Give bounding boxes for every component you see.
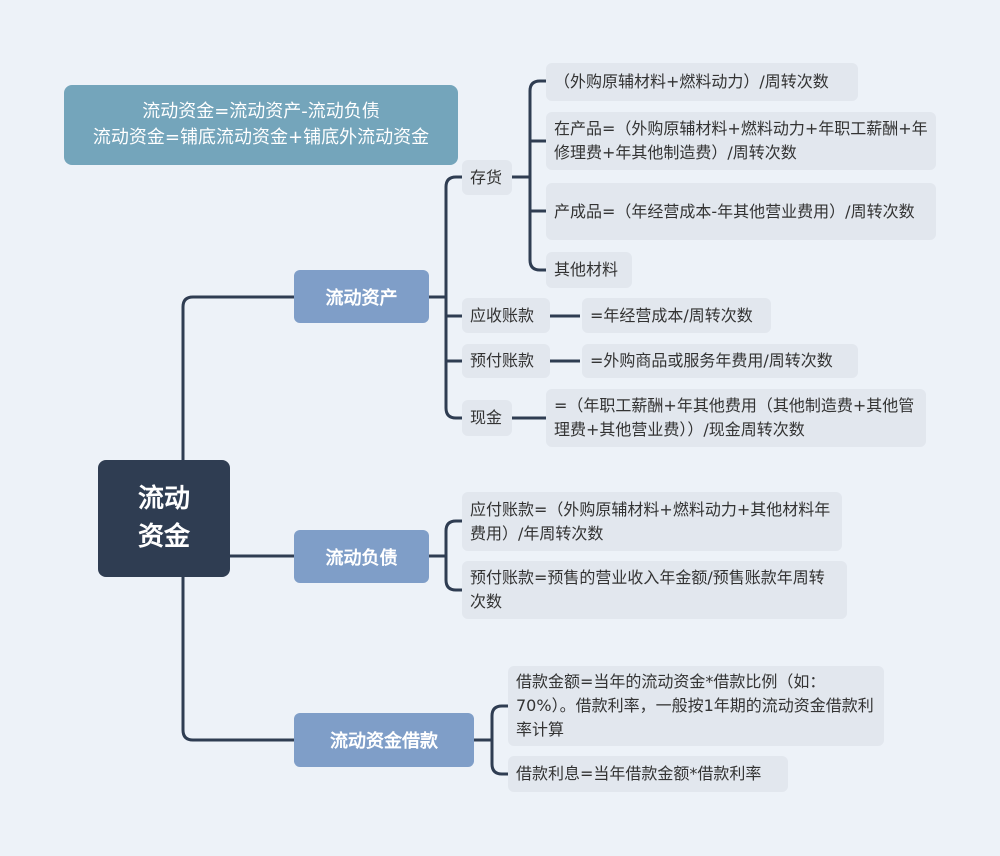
prepayments-formula[interactable]: =外购商品或服务年费用/周转次数 bbox=[582, 344, 858, 378]
formula-line-1: 流动资金=流动资产-流动负债 bbox=[142, 101, 380, 122]
formula-line-2: 流动资金=铺底流动资金+铺底外流动资金 bbox=[92, 127, 430, 148]
node-prepayments[interactable]: 预付账款 bbox=[462, 344, 550, 378]
inventory-item[interactable]: 其他材料 bbox=[546, 252, 632, 288]
inventory-item[interactable]: 在产品=（外购原辅材料+燃料动力+年职工薪酬+年修理费+年其他制造费）/周转次数 bbox=[546, 112, 936, 170]
liability-item[interactable]: 应付账款=（外购原辅材料+燃料动力+其他材料年费用）/年周转次数 bbox=[462, 492, 842, 551]
node-current-liabilities[interactable]: 流动负债 bbox=[294, 530, 429, 583]
loan-item[interactable]: 借款金额=当年的流动资金*借款比例（如：70%）。借款利率，一般按1年期的流动资… bbox=[508, 666, 884, 746]
inventory-item[interactable]: （外购原辅材料+燃料动力）/周转次数 bbox=[546, 63, 858, 101]
node-receivables[interactable]: 应收账款 bbox=[462, 298, 550, 333]
liability-item[interactable]: 预付账款=预售的营业收入年金额/预售账款年周转次数 bbox=[462, 561, 847, 619]
cash-formula[interactable]: =（年职工薪酬+年其他费用（其他制造费+其他管理费+其他营业费））/现金周转次数 bbox=[546, 389, 926, 447]
root-label-line-2: 资金 bbox=[137, 522, 190, 552]
node-current-assets[interactable]: 流动资产 bbox=[294, 270, 429, 323]
node-working-capital-loan[interactable]: 流动资金借款 bbox=[294, 713, 474, 767]
node-inventory[interactable]: 存货 bbox=[462, 160, 512, 195]
inventory-item[interactable]: 产成品=（年经营成本-年其他营业费用）/周转次数 bbox=[546, 183, 936, 240]
loan-item[interactable]: 借款利息=当年借款金额*借款利率 bbox=[508, 756, 788, 792]
formula-box[interactable]: 流动资金=流动资产-流动负债 流动资金=铺底流动资金+铺底外流动资金 bbox=[64, 85, 458, 165]
root-label-line-1: 流动 bbox=[137, 484, 190, 514]
root-node[interactable]: 流动 资金 bbox=[98, 460, 230, 577]
receivables-formula[interactable]: =年经营成本/周转次数 bbox=[582, 298, 771, 333]
node-cash[interactable]: 现金 bbox=[462, 400, 512, 436]
